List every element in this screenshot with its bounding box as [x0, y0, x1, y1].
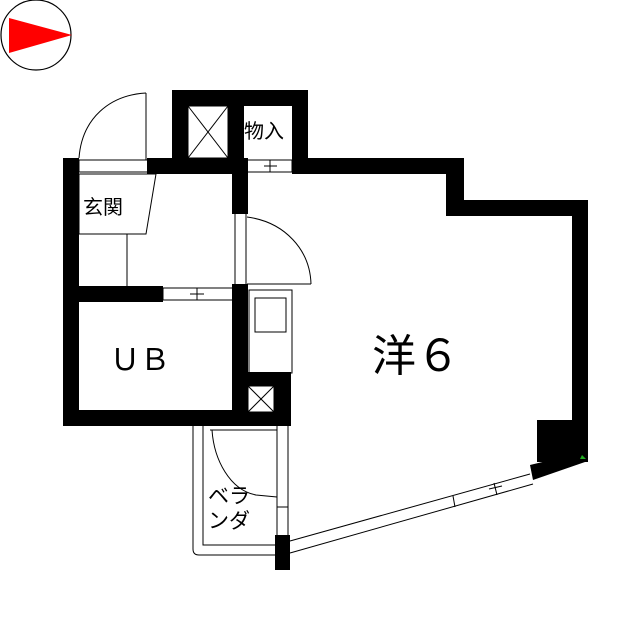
compass — [0, 0, 72, 71]
storage-label: 物入 — [244, 119, 284, 143]
diagonal-window — [289, 473, 534, 554]
storage-door — [246, 159, 293, 173]
entrance-step — [78, 173, 157, 235]
pipe-shaft-top — [187, 105, 229, 159]
wall-bath-bottom — [63, 410, 291, 426]
north-arrow-icon — [9, 18, 72, 53]
wall-bath-right — [232, 284, 248, 426]
balcony-label-line2: ンダ — [208, 509, 250, 533]
wall-closet-right — [292, 90, 308, 174]
bath-door — [162, 287, 234, 301]
wall-closet-mid — [228, 90, 244, 174]
balcony — [192, 426, 289, 556]
balcony-label-line1: ベラ — [208, 484, 250, 508]
wall-bath-top — [63, 286, 163, 302]
entrance-label: 玄関 — [83, 195, 123, 219]
bath-label: ＵＢ — [110, 343, 170, 378]
pipe-shaft-bottom — [247, 385, 275, 413]
wall-entrance-right — [232, 158, 248, 214]
entrance-door — [78, 92, 147, 160]
wall-room-right — [572, 200, 588, 462]
wall-window-end — [530, 452, 585, 480]
wall-room-top — [292, 158, 464, 174]
wall-window-start — [275, 535, 290, 570]
wall-closet-left — [172, 90, 188, 174]
marker-icon — [580, 455, 586, 459]
entrance-threshold — [78, 159, 150, 173]
western-room-label: 洋６ — [372, 331, 460, 382]
room-door — [234, 214, 312, 286]
kitchen-counter — [248, 289, 293, 374]
wall-room-top-right — [446, 200, 588, 216]
sink — [254, 297, 287, 333]
